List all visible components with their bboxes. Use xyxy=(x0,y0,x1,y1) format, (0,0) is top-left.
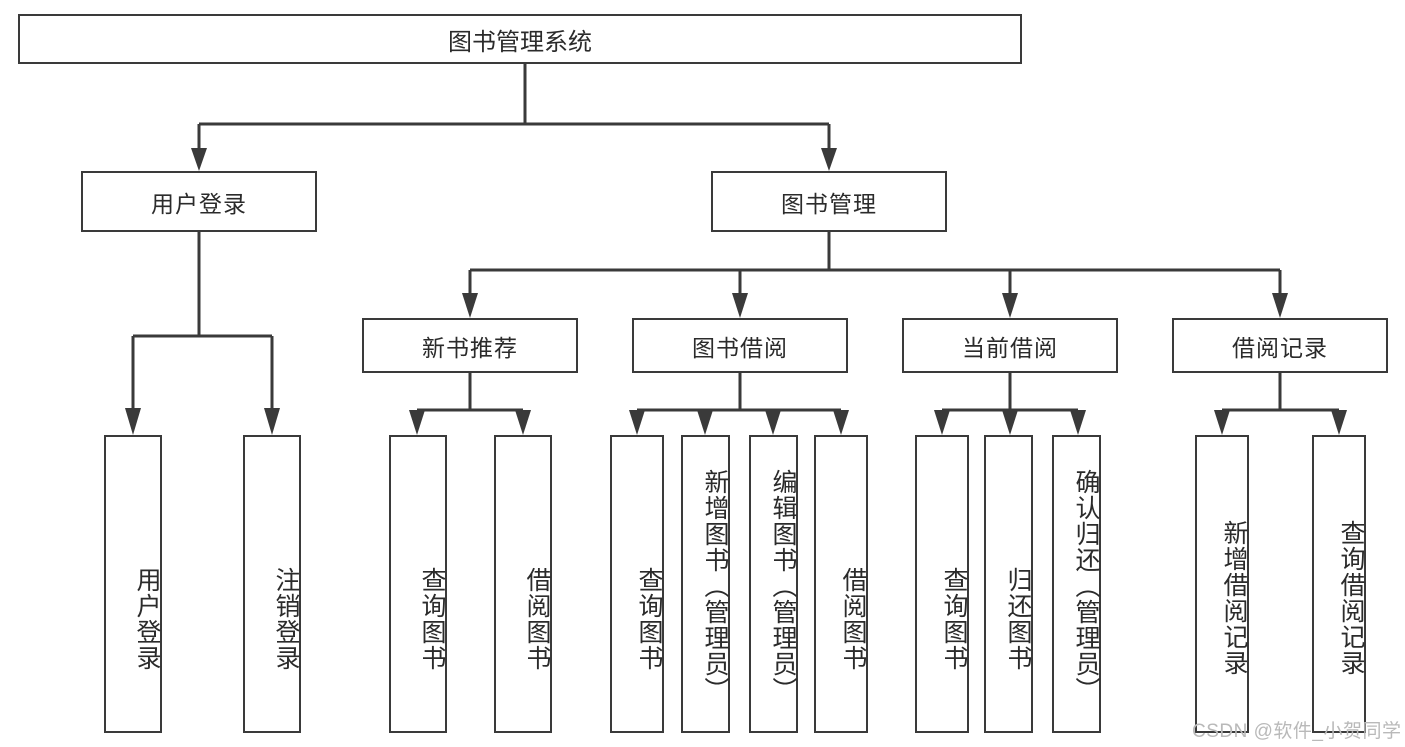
arrow-bb-2 xyxy=(697,410,713,435)
arrow-bb-3 xyxy=(765,410,781,435)
arrow-l3-2 xyxy=(732,293,748,318)
arrow-nb-1 xyxy=(409,410,425,435)
leaf-record-add-record[interactable]: 新增借阅记录 xyxy=(1195,435,1249,733)
leaf-user-login-signout[interactable]: 注销登录 xyxy=(243,435,301,733)
node-borrow-record[interactable]: 借阅记录 xyxy=(1172,318,1388,373)
node-current-borrow[interactable]: 当前借阅 xyxy=(902,318,1118,373)
leaf-current-return-book[interactable]: 归还图书 xyxy=(984,435,1033,733)
node-book-management[interactable]: 图书管理 xyxy=(711,171,947,232)
arrow-l3-3 xyxy=(1002,293,1018,318)
leaf-record-query-record[interactable]: 查询借阅记录 xyxy=(1312,435,1366,733)
arrow-book-manage xyxy=(821,148,837,171)
arrow-cb-2 xyxy=(1002,410,1018,435)
arrow-cb-3 xyxy=(1070,410,1086,435)
node-new-book-recommend[interactable]: 新书推荐 xyxy=(362,318,578,373)
arrow-cb-1 xyxy=(934,410,950,435)
leaf-current-confirm-return-admin[interactable]: 确认归还（管理员） xyxy=(1052,435,1101,733)
arrow-l3-4 xyxy=(1272,293,1288,318)
arrow-user-login xyxy=(191,148,207,171)
arrow-ul-1 xyxy=(125,408,141,435)
arrow-bb-1 xyxy=(629,410,645,435)
arrow-bb-4 xyxy=(833,410,849,435)
leaf-user-login-signin[interactable]: 用户登录 xyxy=(104,435,162,733)
leaf-borrow-query-book[interactable]: 查询图书 xyxy=(610,435,664,733)
node-user-login[interactable]: 用户登录 xyxy=(81,171,317,232)
arrow-br-2 xyxy=(1331,410,1347,435)
leaf-borrow-edit-book-admin[interactable]: 编辑图书（管理员） xyxy=(749,435,798,733)
leaf-current-query-book[interactable]: 查询图书 xyxy=(915,435,969,733)
leaf-newbook-query-book[interactable]: 查询图书 xyxy=(389,435,447,733)
node-root-system[interactable]: 图书管理系统 xyxy=(18,14,1022,64)
arrow-br-1 xyxy=(1214,410,1230,435)
arrow-l3-1 xyxy=(462,293,478,318)
leaf-newbook-borrow-book[interactable]: 借阅图书 xyxy=(494,435,552,733)
arrow-nb-2 xyxy=(515,410,531,435)
arrow-ul-2 xyxy=(264,408,280,435)
leaf-borrow-add-book-admin[interactable]: 新增图书（管理员） xyxy=(681,435,730,733)
leaf-borrow-borrow-book[interactable]: 借阅图书 xyxy=(814,435,868,733)
node-book-borrow[interactable]: 图书借阅 xyxy=(632,318,848,373)
